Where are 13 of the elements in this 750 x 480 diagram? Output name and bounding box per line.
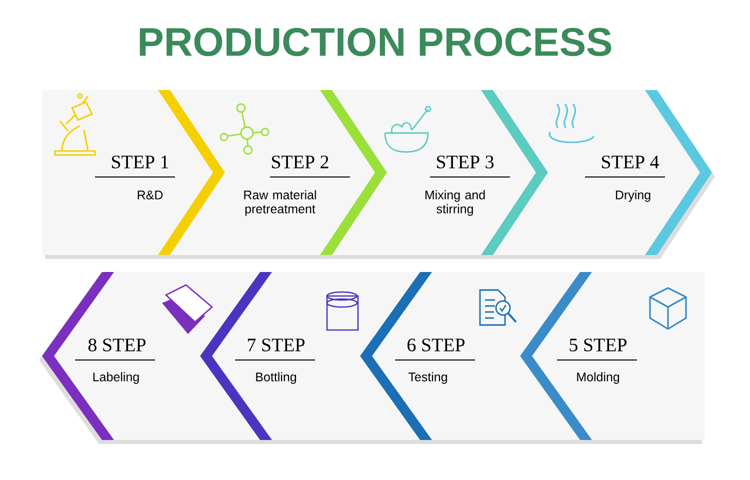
step-label: Raw material pretreatment xyxy=(244,190,316,216)
step-heading: 6 STEP xyxy=(408,338,465,352)
step-heading: STEP 1 xyxy=(112,156,168,168)
step-heading: STEP 2 xyxy=(272,156,328,168)
step-label: Molding xyxy=(577,372,620,384)
step-label: Mixing and stirring xyxy=(425,190,485,216)
step-heading: 5 STEP xyxy=(570,338,627,352)
step-heading: STEP 3 xyxy=(436,156,494,168)
step-label: Testing xyxy=(408,372,447,384)
step-heading: 7 STEP xyxy=(248,338,305,352)
step-label: Bottling xyxy=(256,372,296,384)
title: PRODUCTION PROCESS xyxy=(140,28,612,56)
step-label: R&D xyxy=(138,190,163,200)
